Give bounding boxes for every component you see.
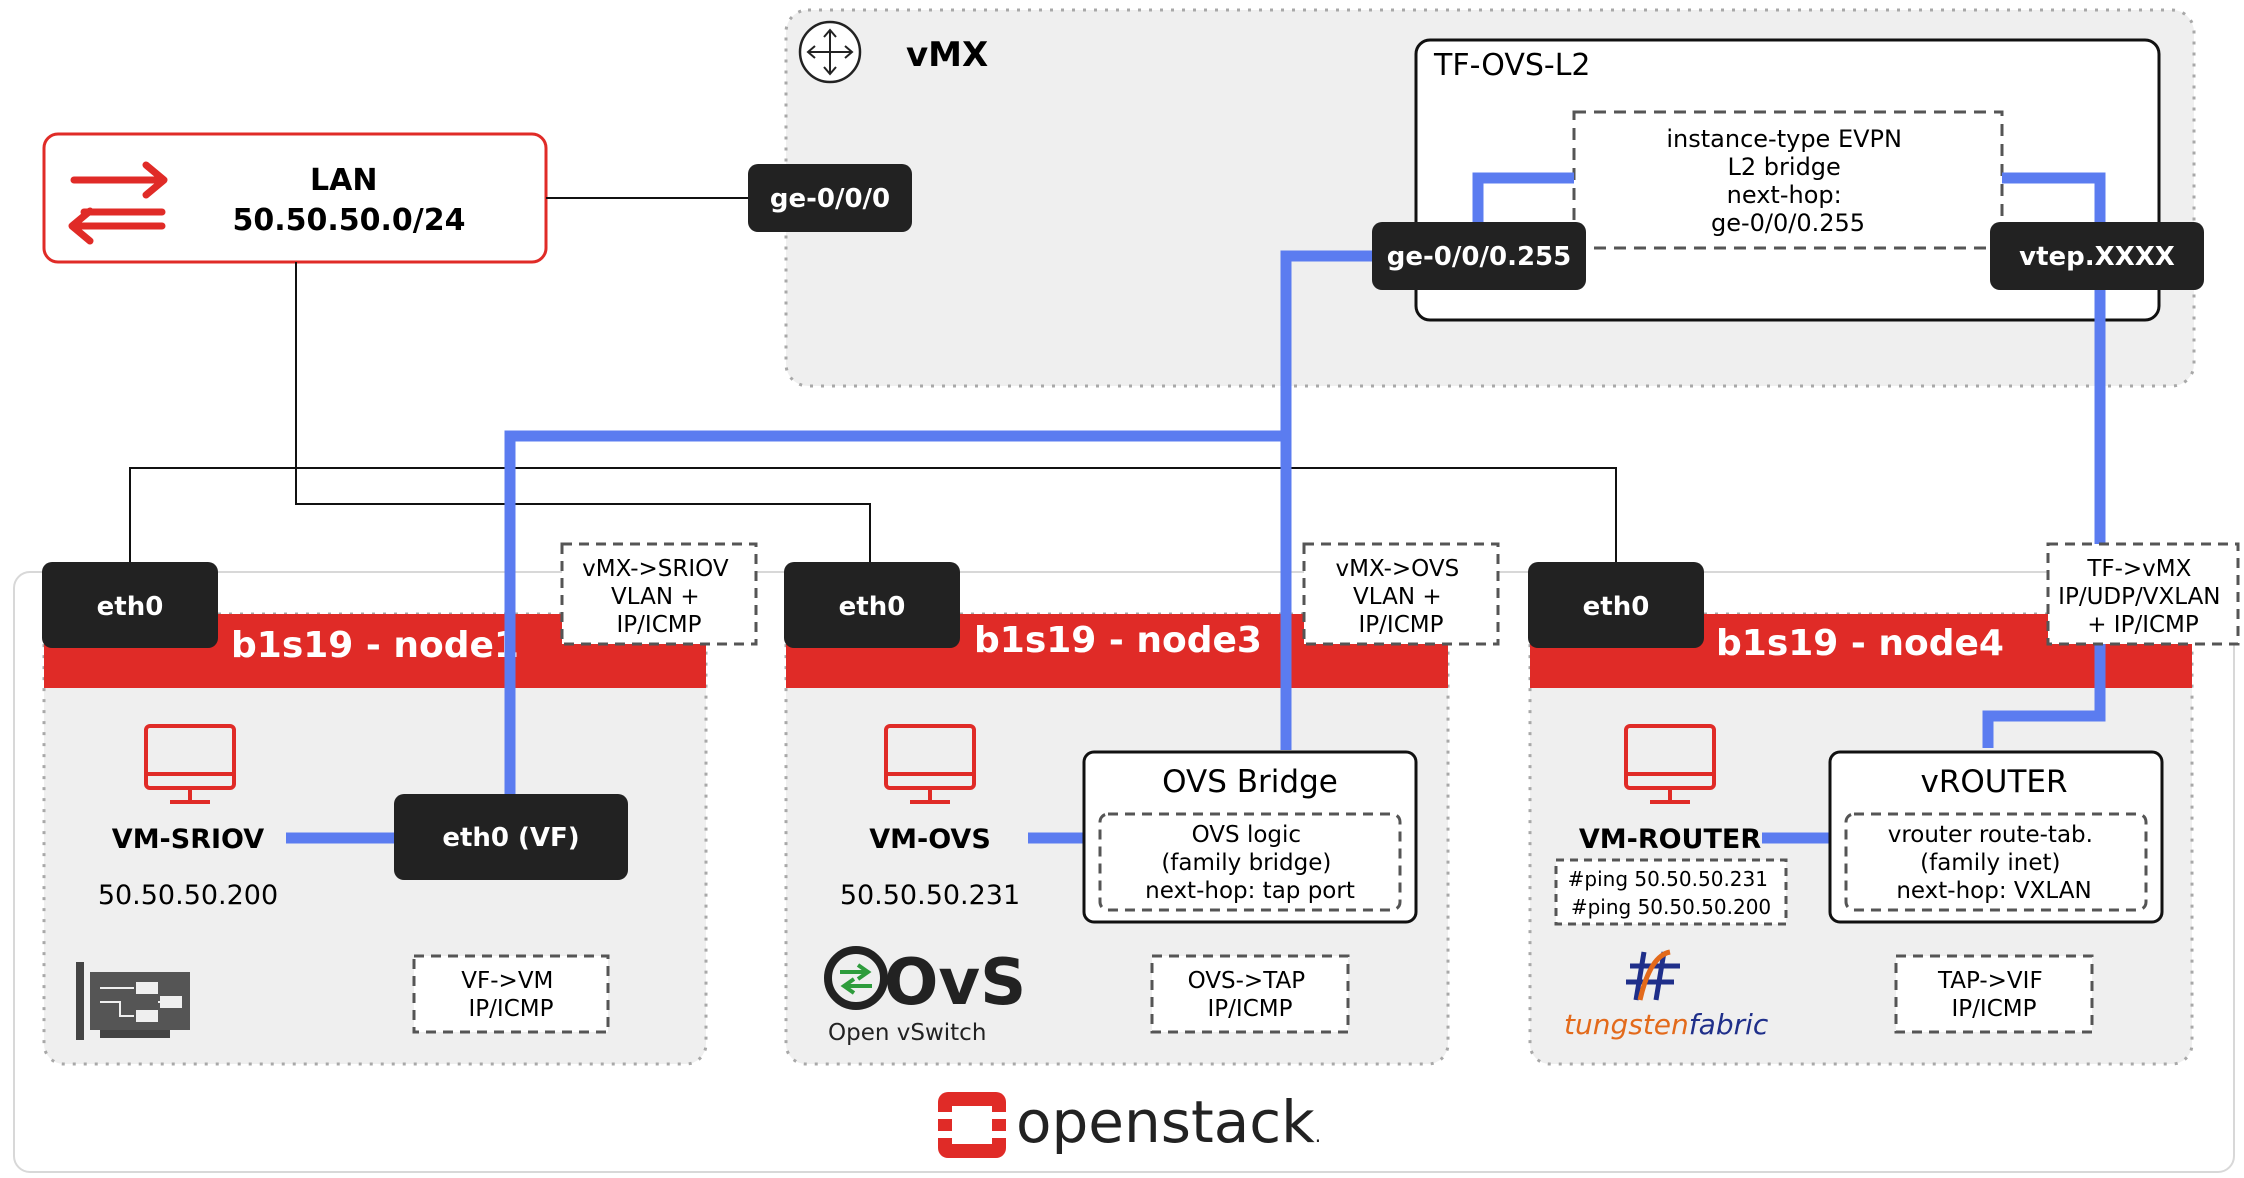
ovs-logic-box — [1098, 812, 1402, 912]
lan-subnet: 50.50.50.0/24 — [232, 203, 465, 238]
port-ge-0-0-0 — [748, 164, 912, 232]
monitor-icon — [884, 724, 976, 804]
ovs-bridge-title: OVS Bridge — [1162, 764, 1338, 800]
flow-box-ovs — [1302, 542, 1500, 646]
node3-eth0 — [784, 562, 960, 648]
vm-router-name: VM-ROUTER — [1579, 824, 1761, 855]
bottom-line: IP/ICMP — [1208, 996, 1293, 1022]
bottom-box-vf — [412, 954, 610, 1034]
flow-line: VLAN + — [611, 584, 700, 610]
nic-card-icon — [76, 962, 190, 1040]
ping-box — [1554, 858, 1788, 926]
monitor-icon — [1624, 724, 1716, 804]
data-paths — [286, 172, 2106, 844]
lan-title: LAN — [310, 163, 377, 198]
flow-line: vMX->SRIOV — [582, 556, 729, 582]
port-vtep-label: vtep.XXXX — [2019, 242, 2175, 272]
svg-text:VF->VM IP/ICMP: VF->VM IP/ICMP — [461, 968, 560, 1022]
svg-text:vMX->SRIOV VLAN +: vMX->SRIOV VLAN + IP/ICMP — [582, 556, 736, 638]
node1-eth0-label: eth0 — [97, 592, 164, 622]
svg-text:tungstenfabric: tungstenfabric — [1564, 1008, 1769, 1041]
svg-text:instance-type EVPN L2 brid: instance-type EVPN L2 bridge next-hop: g… — [1666, 125, 1909, 237]
bottom-line: VF->VM — [461, 968, 553, 994]
tf-logo-a: tungsten — [1564, 1008, 1689, 1041]
svg-text:vMX->OVS VLAN + IP: vMX->OVS VLAN + IP/ICMP — [1336, 556, 1467, 638]
vrouter-route-box — [1844, 812, 2148, 912]
vrouter-title: vROUTER — [1920, 764, 2067, 800]
vm-sriov-ip: 50.50.50.200 — [98, 880, 278, 911]
node4-eth0-label: eth0 — [1583, 592, 1650, 622]
router-icon — [798, 20, 862, 84]
node4-eth0 — [1528, 562, 1704, 648]
ovs-logic-line: OVS logic — [1192, 822, 1301, 848]
vm-ovs-name: VM-OVS — [869, 824, 991, 855]
svg-text:openstack.: openstack. — [1016, 1088, 1321, 1156]
vrouter-route-line: next-hop: VXLAN — [1896, 878, 2091, 904]
openstack-text: openstack — [1016, 1088, 1315, 1156]
ovs-logic-line: next-hop: tap port — [1145, 878, 1355, 904]
svg-text:OVS logic (family bridge): OVS logic (family bridge) next-hop: tap … — [1145, 822, 1355, 904]
vm-sriov-name: VM-SRIOV — [112, 824, 264, 855]
openstack-logo: openstack. — [938, 1088, 1321, 1158]
bottom-box-tf — [1894, 954, 2094, 1034]
tungstenfabric-logo: tungstenfabric — [1564, 949, 1769, 1041]
svg-text:#ping 50.50.50.231 #ping 5: #ping 50.50.50.231 #ping 50.50.50.200 — [1568, 867, 1775, 919]
vmx-title: vMX — [906, 35, 988, 75]
port-ge-0-0-0-label: ge-0/0/0 — [770, 184, 890, 214]
flow-line: vMX->OVS — [1336, 556, 1460, 582]
node1-eth0 — [42, 562, 218, 648]
node4-title: b1s19 - node4 — [1716, 623, 2004, 664]
vm-ovs-ip: 50.50.50.231 — [840, 880, 1020, 911]
bottom-line: OVS->TAP — [1188, 968, 1306, 994]
evpn-note-line: next-hop: — [1727, 181, 1842, 209]
evpn-note-line: ge-0/0/0.255 — [1711, 209, 1865, 237]
evpn-note-line: L2 bridge — [1728, 153, 1841, 181]
flow-line: VLAN + — [1353, 584, 1442, 610]
flow-box-tf — [2046, 542, 2240, 646]
flow-line: IP/UDP/VXLAN — [2058, 584, 2220, 610]
lan-box — [42, 132, 548, 264]
ovs-logo-text: OvS — [884, 946, 1026, 1020]
tf-logo-b: fabric — [1689, 1008, 1769, 1041]
ping-line: #ping 50.50.50.200 — [1571, 895, 1771, 919]
vrouter-route-line: (family inet) — [1920, 850, 2060, 876]
eth0-vf — [394, 794, 628, 880]
evpn-note-box — [1572, 110, 2004, 250]
flow-line: IP/ICMP — [617, 612, 702, 638]
svg-text:LAN 50.50.50.0/24: LAN 50.50.50.0/24 — [232, 163, 465, 238]
bottom-line: IP/ICMP — [469, 996, 554, 1022]
node3-eth0-label: eth0 — [839, 592, 906, 622]
flow-line: + IP/ICMP — [2087, 612, 2199, 638]
node1-title: b1s19 - node1 — [231, 625, 519, 666]
svg-text:OVS->TAP IP/ICMP: OVS->TAP IP/ICMP — [1188, 968, 1313, 1022]
ovs-logo-sub: Open vSwitch — [828, 1020, 986, 1046]
svg-text:TAP->VIF IP/ICMP: TAP->VIF IP/ICMP — [1937, 968, 2050, 1022]
port-ge-0-0-0-255-label: ge-0/0/0.255 — [1387, 242, 1571, 272]
ping-line: #ping 50.50.50.231 — [1568, 867, 1768, 891]
flow-box-sriov — [560, 542, 758, 646]
openstack-reg: . — [1315, 1123, 1321, 1147]
eth0-vf-label: eth0 (VF) — [442, 823, 579, 853]
ovs-logic-line: (family bridge) — [1161, 850, 1331, 876]
bottom-line: TAP->VIF — [1937, 968, 2043, 994]
svg-text:TF->vMX IP/UDP/VXLAN: TF->vMX IP/UDP/VXLAN + IP/ICMP — [2058, 556, 2228, 638]
monitor-icon — [144, 724, 236, 804]
vrouter-route-line: vrouter route-tab. — [1888, 822, 2093, 848]
tf-ovs-l2-title: TF-OVS-L2 — [1433, 48, 1591, 83]
lan-links — [129, 197, 1617, 566]
flow-line: IP/ICMP — [1359, 612, 1444, 638]
port-ge-0-0-0-255 — [1372, 222, 1586, 290]
evpn-note-line: instance-type EVPN — [1666, 125, 1902, 153]
bottom-line: IP/ICMP — [1952, 996, 2037, 1022]
arrows-exchange-icon — [68, 161, 168, 245]
bottom-box-ovs — [1150, 954, 1350, 1034]
port-vtep — [1990, 222, 2204, 290]
svg-text:vrouter route-tab. (family: vrouter route-tab. (family inet) next-ho… — [1888, 822, 2101, 904]
node3-title: b1s19 - node3 — [974, 620, 1262, 661]
flow-line: TF->vMX — [2086, 556, 2191, 582]
openvswitch-logo: OvS Open vSwitch — [824, 946, 1026, 1046]
